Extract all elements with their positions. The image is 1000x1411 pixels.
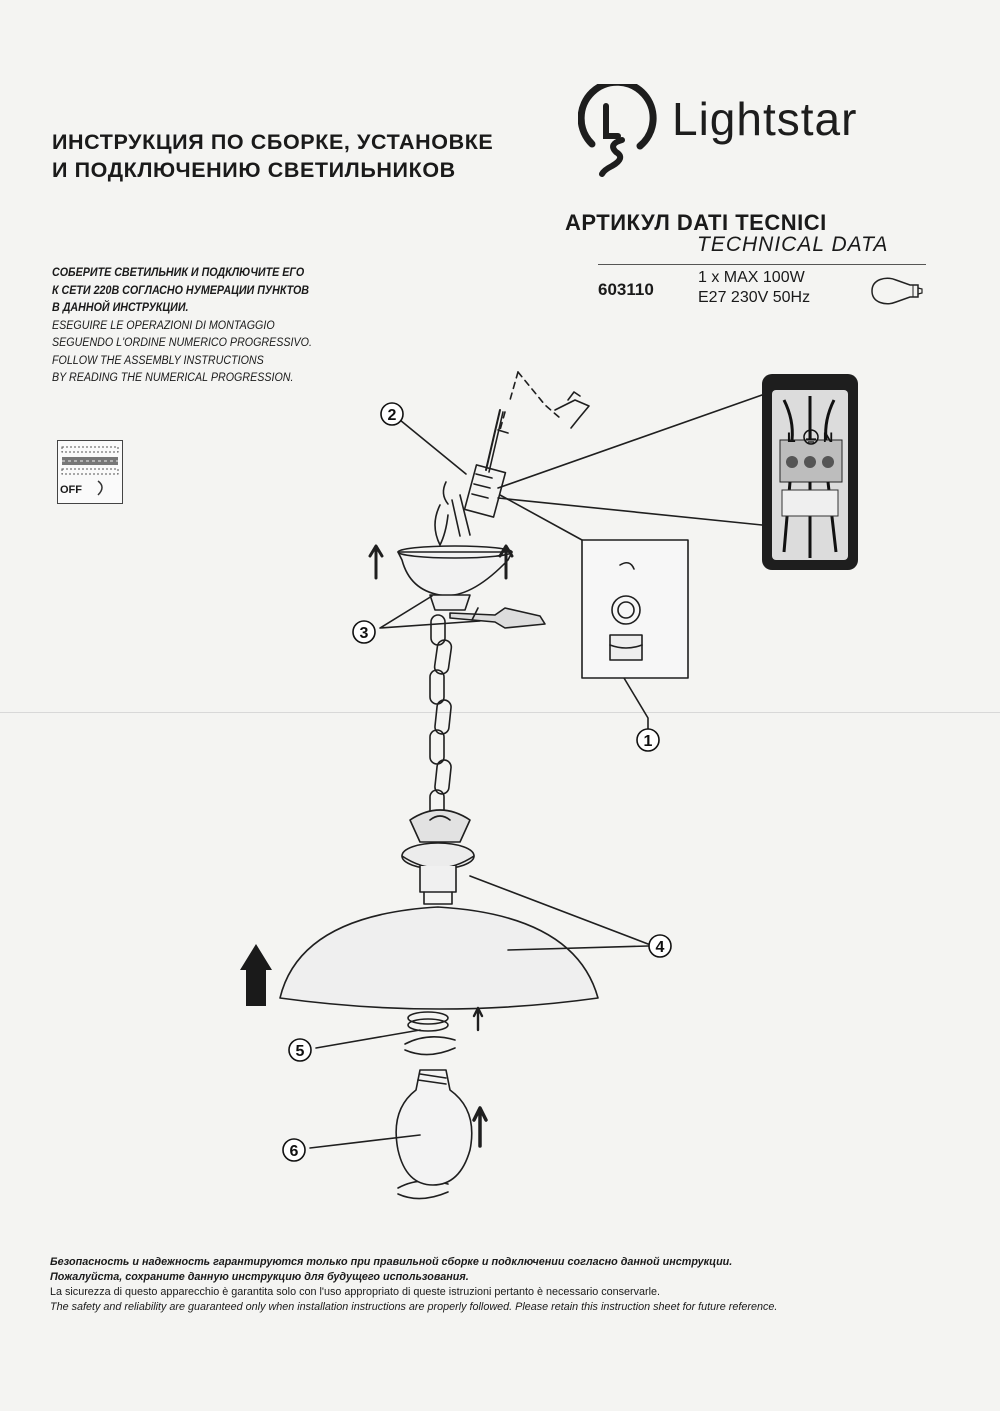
tech-data-label-en: TECHNICAL DATA bbox=[697, 233, 889, 256]
instr-en-2: BY READING THE NUMERICAL PROGRESSION. bbox=[52, 372, 294, 384]
callout-1: 1 bbox=[644, 733, 653, 750]
footer-it: La sicurezza di questo apparecchio è gar… bbox=[50, 1286, 661, 1298]
instr-it-2: SEGUENDO L'ORDINE NUMERICO PROGRESSIVO. bbox=[52, 337, 312, 349]
assembly-instructions: СОБЕРИТЕ СВЕТИЛЬНИК И ПОДКЛЮЧИТЕ ЕГО К С… bbox=[52, 265, 312, 388]
breaker-panel-icon bbox=[57, 440, 123, 504]
spec-block: 1 x MAX 100W E27 230V 50Hz bbox=[698, 268, 810, 308]
bulb-icon bbox=[871, 277, 923, 305]
footer-notice: Безопасность и надежность гарантируются … bbox=[50, 1255, 777, 1315]
tech-data-label: АРТИКУЛ DATI TECNICI bbox=[565, 210, 827, 235]
spec-power: 1 x MAX 100W bbox=[698, 269, 805, 286]
callout-5: 5 bbox=[296, 1043, 305, 1060]
instr-en-1: FOLLOW THE ASSEMBLY INSTRUCTIONS bbox=[52, 354, 264, 367]
callout-2: 2 bbox=[388, 407, 397, 424]
instr-it-1: ESEGUIRE LE OPERAZIONI DI MONTAGGIO bbox=[52, 319, 275, 332]
callout-6-circle bbox=[282, 1138, 306, 1162]
title-line-1: ИНСТРУКЦИЯ ПО СБОРКЕ, УСТАНОВКЕ bbox=[52, 130, 494, 154]
terminal-live-label: L bbox=[787, 429, 796, 445]
callout-2-circle bbox=[380, 402, 404, 426]
footer-ru-1: Безопасность и надежность гарантируются … bbox=[50, 1256, 733, 1268]
divider bbox=[598, 264, 926, 265]
footer-en: The safety and reliability are guarantee… bbox=[50, 1301, 778, 1313]
callout-3: 3 bbox=[360, 625, 369, 642]
callout-4: 4 bbox=[656, 939, 665, 956]
off-label: OFF bbox=[60, 484, 82, 496]
fold-line bbox=[0, 712, 1000, 713]
instr-ru-2: К СЕТИ 220В СОГЛАСНО НУМЕРАЦИИ ПУНКТОВ bbox=[52, 284, 310, 297]
callout-4-circle bbox=[648, 934, 672, 958]
callout-6: 6 bbox=[290, 1143, 299, 1160]
spec-socket-voltage: E27 230V 50Hz bbox=[698, 289, 811, 306]
terminal-neutral-label: N bbox=[823, 429, 833, 445]
lightstar-logo-icon bbox=[578, 84, 657, 177]
instr-ru-1: СОБЕРИТЕ СВЕТИЛЬНИК И ПОДКЛЮЧИТЕ ЕГО bbox=[52, 267, 305, 279]
callout-1-circle bbox=[636, 728, 660, 752]
callout-3-circle bbox=[352, 620, 376, 644]
page-title: ИНСТРУКЦИЯ ПО СБОРКЕ, УСТАНОВКЕ И ПОДКЛЮ… bbox=[52, 128, 493, 184]
brand-name: Lightstar bbox=[672, 93, 858, 145]
instr-ru-3: В ДАННОЙ ИНСТРУКЦИИ. bbox=[52, 302, 189, 314]
title-line-2: И ПОДКЛЮЧЕНИЮ СВЕТИЛЬНИКОВ bbox=[52, 158, 456, 182]
footer-ru-2: Пожалуйста, сохраните данную инструкцию … bbox=[50, 1271, 469, 1283]
article-number: 603110 bbox=[598, 280, 654, 299]
up-arrow-icon bbox=[240, 944, 272, 1006]
callout-5-circle bbox=[288, 1038, 312, 1062]
